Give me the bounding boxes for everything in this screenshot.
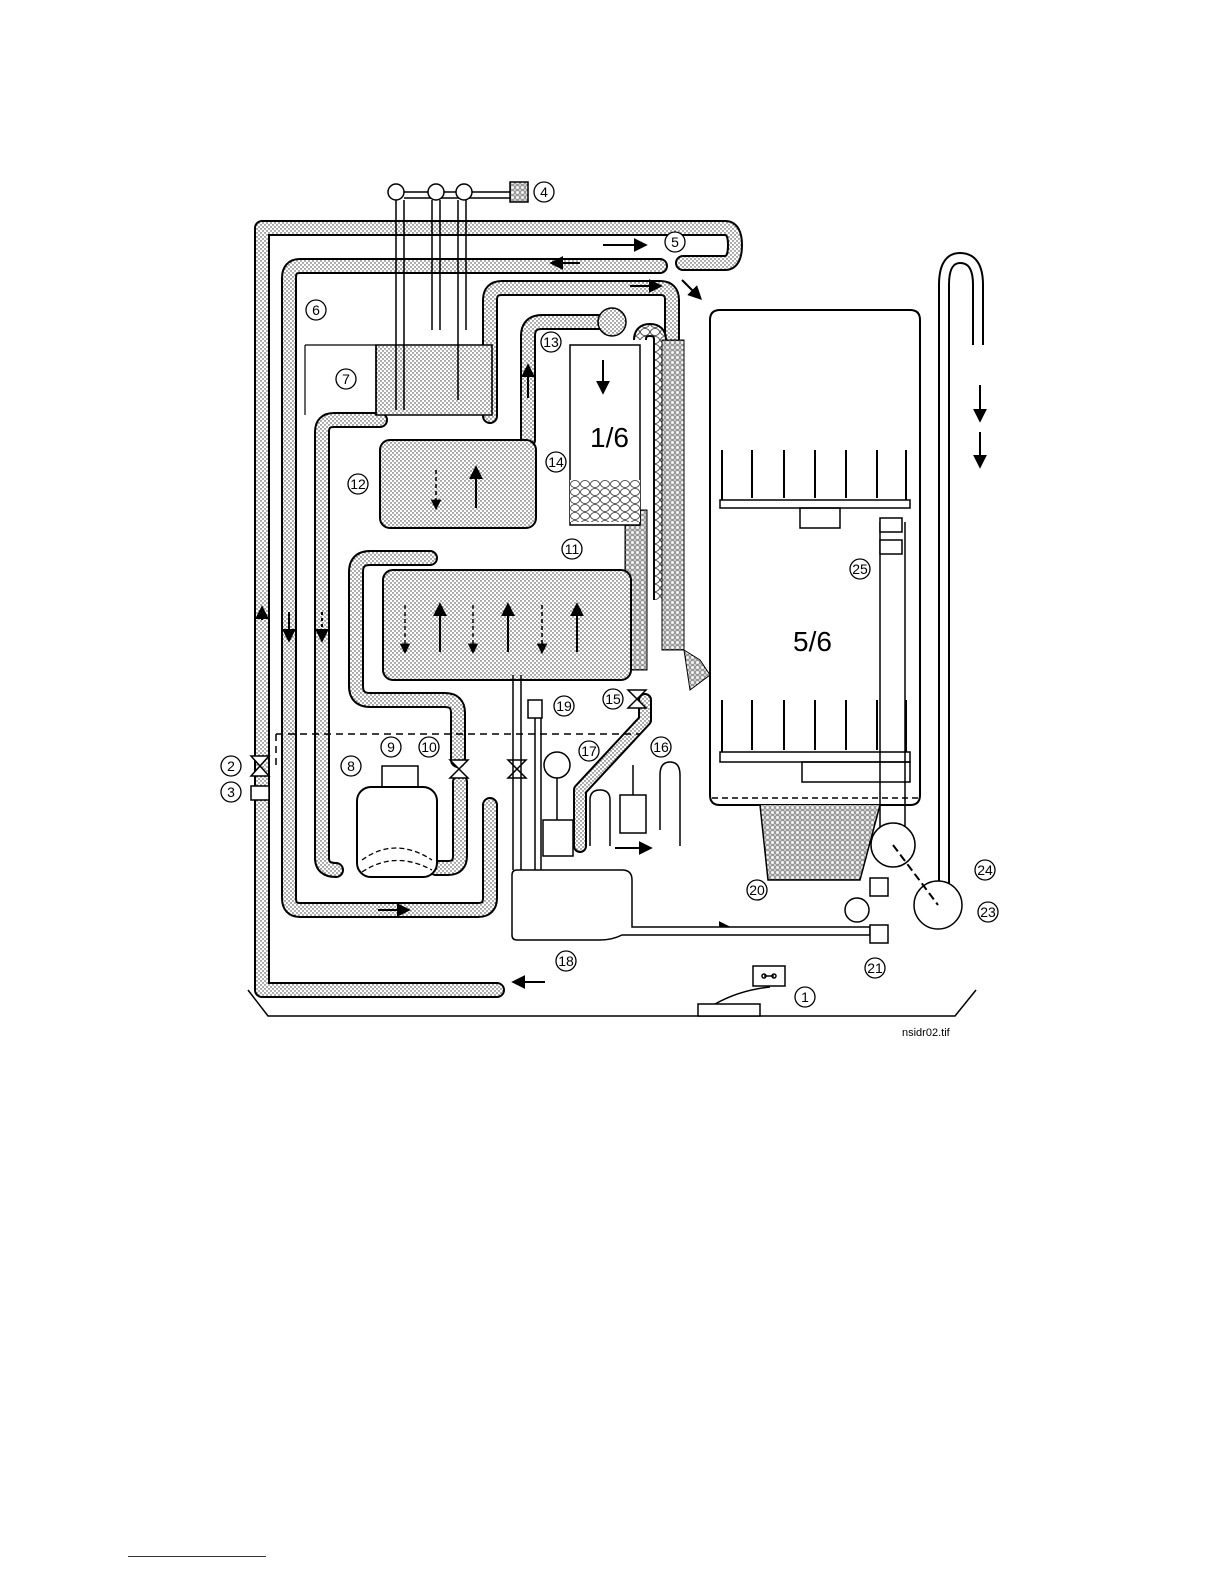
callout-8: 8 [341, 756, 361, 776]
callout-label: 2 [227, 758, 235, 774]
callout-label: 3 [227, 784, 235, 800]
callout-2: 2 [221, 756, 241, 776]
callout-label: 19 [556, 698, 572, 714]
wash-tub: 5/6 [710, 258, 978, 915]
callout-4: 4 [534, 182, 554, 202]
callout-label: 23 [980, 904, 996, 920]
callout-16: 16 [651, 737, 671, 757]
callout-11: 11 [562, 539, 582, 559]
callout-label: 16 [653, 739, 669, 755]
callout-label: 1 [801, 989, 809, 1005]
door-switch-1 [698, 966, 785, 1016]
callout-7: 7 [336, 369, 356, 389]
callout-label: 20 [749, 882, 765, 898]
footnote-rule [128, 1556, 266, 1557]
callout-label: 24 [977, 862, 993, 878]
callout-19: 19 [554, 696, 574, 716]
callout-14: 14 [546, 452, 566, 472]
file-label: nsidr02.tif [902, 1027, 951, 1039]
callout-label: 7 [342, 371, 350, 387]
callout-label: 6 [312, 302, 320, 318]
vessel-12 [380, 440, 536, 528]
callout-label: 9 [387, 739, 395, 755]
callout-label: 11 [565, 541, 580, 557]
tank-7 [305, 345, 492, 415]
callout-21: 21 [865, 958, 885, 978]
callout-18: 18 [556, 951, 576, 971]
callout-13: 13 [541, 332, 561, 352]
callout-label: 17 [581, 743, 597, 759]
callout-label: 14 [548, 454, 564, 470]
vessel-11 [383, 570, 631, 680]
callout-1: 1 [795, 987, 815, 1007]
callout-23: 23 [978, 902, 998, 922]
callout-3: 3 [221, 782, 241, 802]
callout-6: 6 [306, 300, 326, 320]
callout-25: 25 [850, 559, 870, 579]
callout-label: 5 [671, 234, 679, 250]
callout-5: 5 [665, 232, 685, 252]
callout-12: 12 [348, 474, 368, 494]
callout-label: 25 [852, 561, 868, 577]
callout-label: 13 [543, 334, 559, 350]
callout-label: 18 [558, 953, 574, 969]
callout-24: 24 [975, 860, 995, 880]
callout-label: 12 [350, 476, 366, 492]
callout-9: 9 [381, 737, 401, 757]
callout-17: 17 [579, 741, 599, 761]
callout-10: 10 [419, 737, 439, 757]
callout-label: 21 [867, 960, 883, 976]
callout-15: 15 [603, 689, 623, 709]
compartment-top-label: 1/6 [590, 422, 629, 453]
callout-label: 4 [540, 184, 548, 200]
water-softener-8 [357, 766, 437, 877]
callout-label: 15 [605, 691, 621, 707]
callout-label: 8 [347, 758, 355, 774]
compartment-bottom-label: 5/6 [793, 626, 832, 657]
callout-label: 10 [421, 739, 437, 755]
detergent-compartment-14: 1/6 [570, 345, 640, 525]
callout-20: 20 [747, 880, 767, 900]
